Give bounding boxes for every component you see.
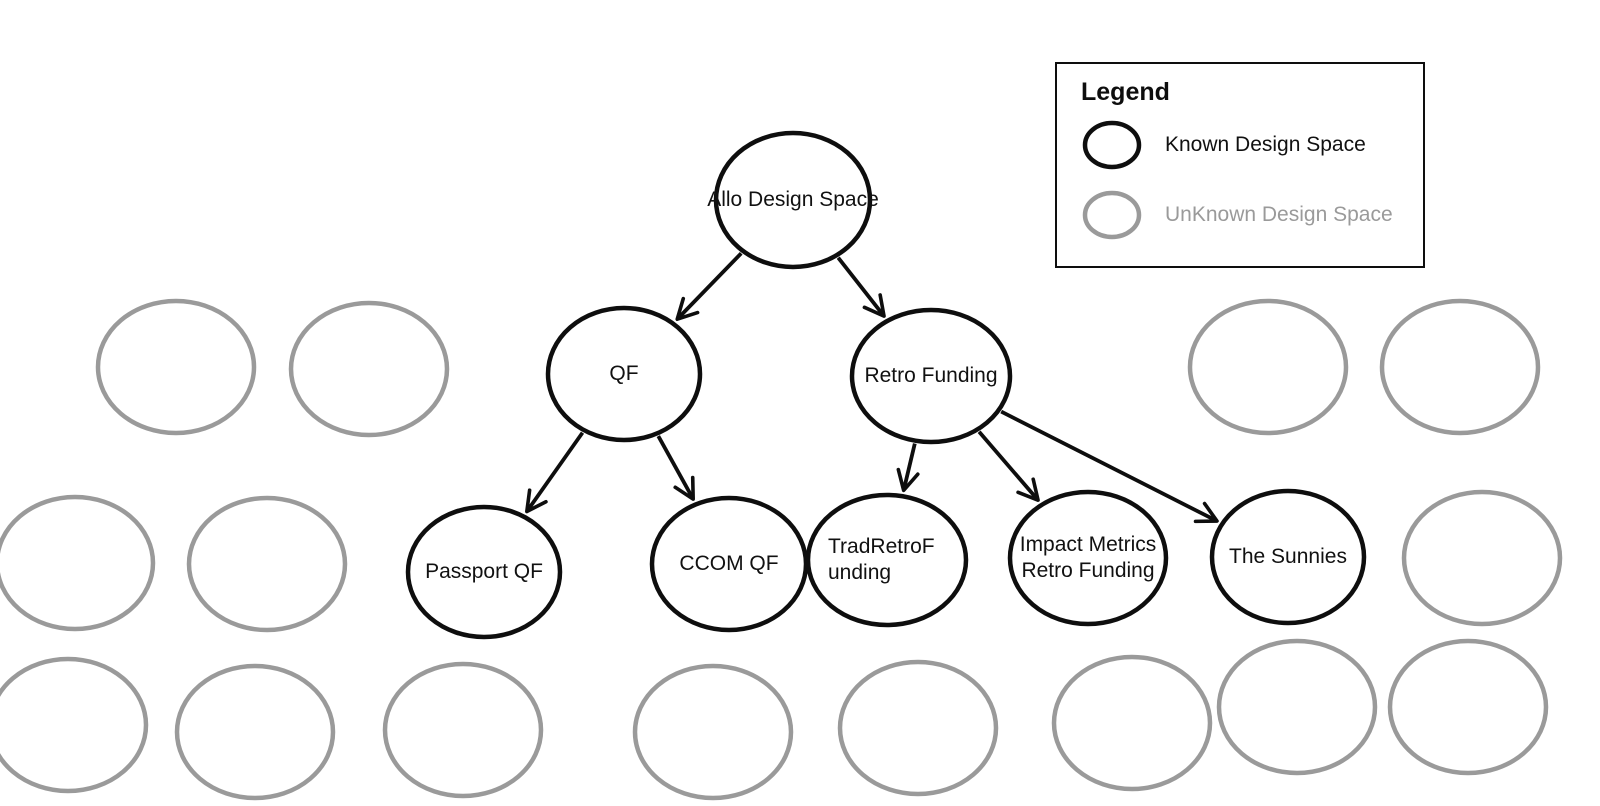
unknown-design-space-node bbox=[0, 494, 156, 632]
node-allo bbox=[713, 130, 873, 270]
legend-box: Legend Known Design Space UnKnown Design… bbox=[1055, 62, 1425, 268]
unknown-design-space-node bbox=[1051, 654, 1213, 792]
node-qf bbox=[545, 305, 703, 443]
edge-allo-qf bbox=[675, 251, 743, 322]
legend-title: Legend bbox=[1081, 78, 1170, 106]
legend-label-unknown: UnKnown Design Space bbox=[1165, 203, 1393, 226]
unknown-design-space-node bbox=[837, 659, 999, 797]
unknown-design-space-node bbox=[174, 663, 336, 801]
node-passport bbox=[405, 504, 563, 640]
unknown-design-space-node bbox=[382, 661, 544, 799]
node-retro bbox=[849, 307, 1013, 445]
edge-allo-retro bbox=[836, 256, 886, 318]
edge-qf-ccom bbox=[656, 435, 695, 501]
edge-retro-sunnies bbox=[1000, 409, 1219, 524]
legend-item-known: Known Design Space bbox=[1081, 117, 1423, 173]
unknown-design-space-node bbox=[288, 300, 450, 438]
edge-qf-passport bbox=[525, 431, 585, 514]
unknown-design-space-circle-icon bbox=[1082, 190, 1142, 240]
unknown-design-space-node bbox=[1401, 489, 1563, 627]
unknown-design-space-node bbox=[1387, 638, 1549, 776]
edge-retro-trad bbox=[896, 443, 920, 493]
node-ccom bbox=[649, 495, 809, 633]
unknown-design-space-node bbox=[0, 656, 149, 794]
node-trad bbox=[805, 492, 969, 628]
unknown-design-space-node bbox=[1379, 298, 1541, 436]
node-sunnies bbox=[1209, 488, 1367, 626]
unknown-design-space-node bbox=[186, 495, 348, 633]
unknown-design-space-node bbox=[95, 298, 257, 436]
unknown-design-space-node bbox=[1187, 298, 1349, 436]
unknown-design-space-node bbox=[632, 663, 794, 801]
edge-retro-impact bbox=[977, 430, 1040, 502]
unknown-design-space-node bbox=[1216, 638, 1378, 776]
node-impact bbox=[1007, 489, 1169, 627]
known-design-space-circle-icon bbox=[1082, 120, 1142, 170]
legend-item-unknown: UnKnown Design Space bbox=[1081, 187, 1423, 243]
legend-label-known: Known Design Space bbox=[1165, 133, 1366, 156]
